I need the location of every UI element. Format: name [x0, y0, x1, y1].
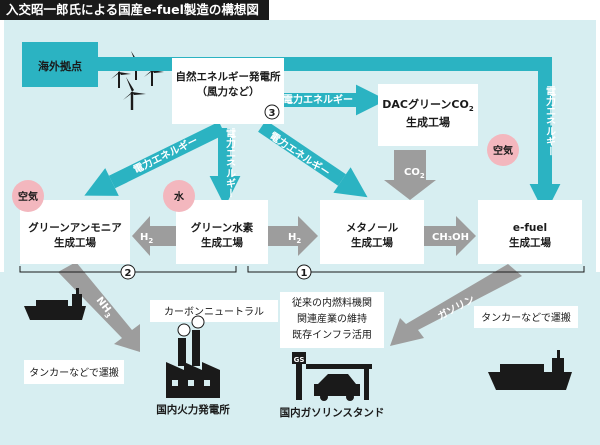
- methanol-plant-sublabel: 生成工場: [351, 236, 393, 249]
- ammonia-plant-label: グリーンアンモニア: [28, 221, 122, 234]
- number-badge-3: [264, 104, 280, 120]
- air-badge-right: 空気: [487, 134, 519, 166]
- efuel-plant-sublabel: 生成工場: [509, 236, 551, 249]
- air-badge-left: 空気: [12, 180, 44, 212]
- electric-label-efuel: 電力エネルギー: [544, 86, 556, 156]
- dac-plant-label: DACグリーンCO2: [382, 97, 474, 113]
- arrow-power-to-ammonia: [84, 121, 226, 196]
- existing-industry-box: [280, 292, 384, 348]
- number-badge-2: [120, 264, 136, 280]
- existing-industry-line-2: 関連産業の維持: [297, 312, 367, 325]
- arrow-nh3: [58, 262, 140, 352]
- methanol-plant-label: メタノール: [346, 222, 399, 234]
- existing-industry-line-3: 既存インフラ活用: [292, 328, 372, 341]
- electric-label-top: 電力エネルギー: [283, 93, 353, 106]
- efuel-plant-box: e-fuel 生成工場: [478, 200, 582, 264]
- ammonia-plant-sublabel: 生成工場: [54, 236, 96, 249]
- gas-station-label: 国内ガソリンスタンド: [280, 406, 385, 419]
- tanker-label-right-box: [474, 306, 578, 328]
- dac-plant-box: DACグリーンCO2 生成工場: [378, 84, 478, 146]
- water-label: 水: [173, 190, 185, 203]
- air-label-left: 空気: [18, 190, 38, 203]
- tanker-ship-icon-right: [488, 350, 572, 390]
- renewable-plant-label: 自然エネルギー発電所: [176, 70, 281, 83]
- arrow-power-to-methanol: [258, 120, 368, 198]
- tanker-label-left-box: [24, 360, 124, 384]
- existing-industry-line-1: 従来の内燃料機関: [292, 296, 372, 309]
- arrow-h2-to-ammonia: [132, 216, 176, 256]
- h2-label-left: H2: [140, 232, 153, 245]
- carbon-neutral-label: カーボンニュートラル: [164, 306, 264, 318]
- hydrogen-plant-sublabel: 生成工場: [201, 236, 243, 249]
- gs-sign-label: GS: [294, 356, 305, 364]
- overseas-base-box: [22, 42, 98, 87]
- arrow-h2-to-methanol: [268, 216, 318, 256]
- number-1: 1: [301, 268, 308, 279]
- water-badge: 水: [163, 180, 195, 212]
- h2-label-right: H2: [288, 232, 301, 245]
- arrow-gasoline: [390, 264, 522, 346]
- air-label-right: 空気: [493, 144, 513, 157]
- bracket-1: [247, 266, 585, 273]
- arrow-ch3oh: [424, 216, 476, 256]
- overseas-base-label: 海外拠点: [38, 59, 82, 73]
- ch3oh-label: CH₃OH: [432, 232, 469, 243]
- efuel-plant-label: e-fuel: [513, 222, 547, 234]
- renewable-plant-sublabel: （風力など）: [197, 85, 260, 98]
- title-bar: 入交昭一郎氏による国産e-fuel製造の構想図: [0, 0, 600, 20]
- tanker-label-right: タンカーなどで運搬: [481, 311, 571, 324]
- number-3: 3: [269, 108, 276, 119]
- methanol-plant-box: メタノール 生成工場: [320, 200, 424, 264]
- thermal-plant-label: 国内火力発電所: [156, 403, 230, 416]
- dac-plant-sublabel: 生成工場: [406, 115, 450, 129]
- number-badge-1: [296, 264, 312, 280]
- factory-icon: [166, 315, 220, 398]
- renewable-plant-box: 自然エネルギー発電所 （風力など） 3: [172, 58, 284, 124]
- hydrogen-plant-label: グリーン水素: [191, 221, 254, 234]
- gas-station-icon: [292, 352, 372, 401]
- page-title: 入交昭一郎氏による国産e-fuel製造の構想図: [0, 0, 269, 20]
- hydrogen-plant-box: グリーン水素 生成工場: [176, 200, 268, 264]
- tanker-ship-icon-left: [24, 288, 86, 320]
- ammonia-plant-box: グリーンアンモニア 生成工場: [20, 200, 130, 264]
- electric-label-hydrogen: 電力エネルギー: [224, 128, 236, 198]
- arrow-co2: [384, 150, 436, 200]
- number-2: 2: [125, 268, 132, 279]
- carbon-neutral-box: [150, 300, 278, 322]
- co2-label: CO2: [404, 167, 425, 180]
- tanker-label-left: タンカーなどで運搬: [29, 366, 119, 379]
